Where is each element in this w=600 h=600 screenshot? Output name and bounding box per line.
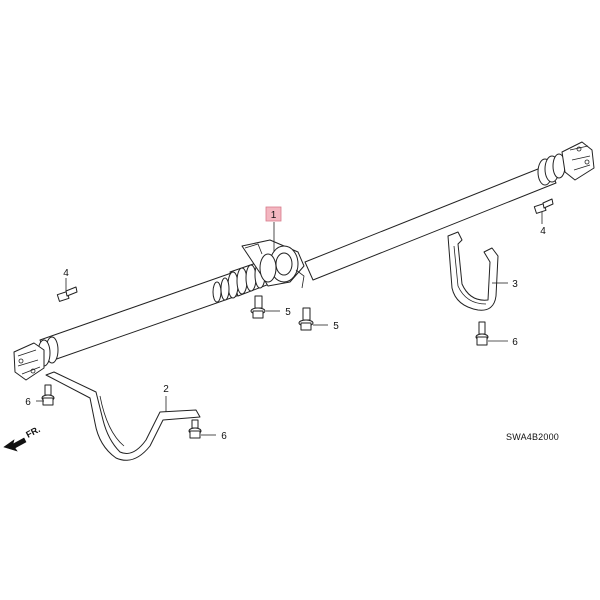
front-direction-label: FR.: [24, 424, 41, 440]
diagram-code: SWA4B2000: [506, 432, 559, 442]
shaft-rear-tube: [304, 164, 557, 281]
front-direction-indicator: FR.: [3, 424, 42, 452]
rear-yoke-flange: [561, 141, 595, 181]
callout-1[interactable]: 1: [265, 206, 282, 222]
callout-4-left-label[interactable]: 4: [63, 268, 69, 279]
callout-1-highlight: [265, 206, 282, 222]
callout-2-label[interactable]: 2: [163, 384, 169, 395]
bolt-6-bracket: [188, 419, 202, 439]
callout-6-right-label[interactable]: 6: [512, 337, 518, 348]
center-bearing: [241, 239, 305, 289]
callout-3-label[interactable]: 3: [512, 279, 518, 290]
callout-6-bracket-label[interactable]: 6: [221, 431, 227, 442]
bolt-5-b: [298, 307, 314, 331]
leader-lines: [36, 212, 543, 436]
shaft-rings: [212, 261, 266, 303]
bolt-6-right: [475, 321, 489, 346]
bolt-5-a: [250, 295, 266, 319]
front-arrow-icon: [3, 437, 27, 452]
callout-4-right-label[interactable]: 4: [540, 226, 546, 237]
callout-5-b-label[interactable]: 5: [333, 321, 339, 332]
callout-6-left-label[interactable]: 6: [25, 397, 31, 408]
front-yoke-flange: [13, 342, 45, 381]
bolt-4-left: [56, 286, 78, 302]
callout-1-label[interactable]: 1: [271, 210, 277, 221]
callout-5-a-label[interactable]: 5: [285, 307, 291, 318]
propeller-shaft: [13, 141, 595, 381]
bolt-6-left: [41, 384, 55, 406]
bracket-rear: [447, 231, 499, 311]
rear-collar: [537, 153, 566, 186]
bracket-front: [45, 371, 201, 461]
bolt-4-right: [533, 198, 554, 214]
